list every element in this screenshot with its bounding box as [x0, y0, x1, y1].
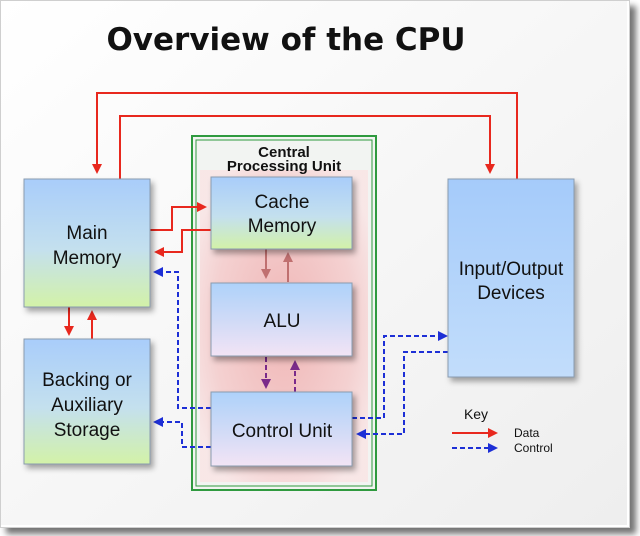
main-memory-box: Main Memory — [23, 178, 151, 308]
io-devices-box: Input/Output Devices — [447, 178, 575, 378]
control-arrow-to-main-memory — [153, 267, 211, 409]
key-legend: Key Data Control — [452, 406, 553, 455]
control-unit-label: Control Unit — [232, 421, 333, 442]
data-arrow-cache-to-main — [154, 229, 211, 257]
backing-storage-box: Backing or Auxiliary Storage — [23, 338, 151, 465]
data-arrow-main-to-cache — [150, 202, 207, 231]
alu-box: ALU — [210, 282, 353, 357]
cache-memory-label-line2: Memory — [248, 216, 317, 237]
key-title: Key — [464, 406, 488, 422]
io-devices-label-line2: Devices — [477, 283, 545, 304]
cpu-container-inner-border — [195, 139, 373, 487]
control-arrows — [153, 267, 448, 448]
control-arrow-to-backing-storage — [153, 417, 211, 448]
cpu-label-line2: Processing Unit — [227, 158, 341, 175]
cache-alu-arrows — [261, 249, 293, 282]
alu-label: ALU — [264, 311, 301, 332]
cache-memory-box: Cache Memory — [210, 176, 353, 250]
data-arrows — [64, 92, 518, 339]
main-memory-label-line1: Main — [66, 223, 107, 244]
control-arrow-to-io — [352, 331, 448, 419]
key-control-label: Control — [514, 441, 553, 455]
main-memory-label-line2: Memory — [53, 248, 122, 269]
backing-storage-label-line3: Storage — [54, 420, 121, 441]
backing-storage-label-line2: Auxiliary — [51, 395, 123, 416]
page-title: Overview of the CPU — [106, 22, 465, 58]
data-arrow-io-to-main-memory — [92, 92, 518, 179]
io-devices-label-line1: Input/Output — [459, 259, 564, 280]
backing-storage-label-line1: Backing or — [42, 370, 132, 391]
control-unit-box: Control Unit — [210, 391, 353, 467]
alu-control-arrows — [261, 357, 300, 392]
data-arrow-main-memory-to-io — [119, 115, 495, 179]
cache-memory-label-line1: Cache — [255, 192, 310, 213]
key-data-label: Data — [514, 426, 540, 440]
control-arrow-from-io — [356, 351, 448, 439]
cpu-label-line1: Central — [258, 144, 310, 161]
